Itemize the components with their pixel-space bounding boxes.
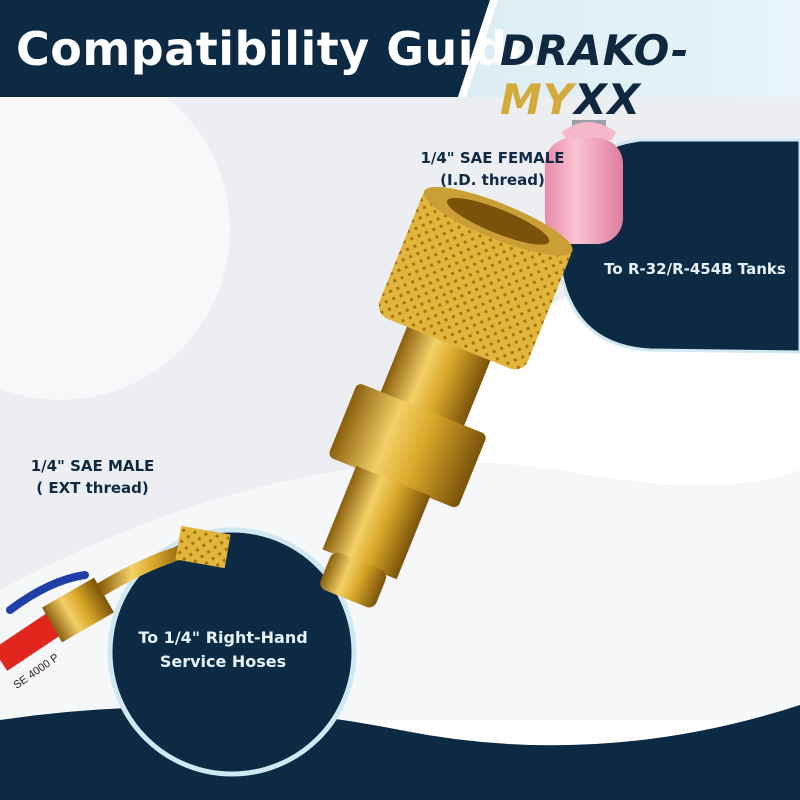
brand-logo: DRAKO-MYXX [500,26,690,124]
male-thread-label: 1/4" SAE MALE( EXT thread) [30,457,155,497]
page-title: Compatibility Guide [16,22,540,76]
tank-label: To R-32/R-454B Tanks [604,260,786,278]
hose-circle [107,527,357,777]
brass-adapter-image [320,186,573,608]
bg-circle [0,60,230,400]
female-thread-label: 1/4" SAE FEMALE(I.D. thread) [420,149,565,189]
service-hose-image [0,525,231,671]
refrigerant-tank-image [545,120,623,244]
